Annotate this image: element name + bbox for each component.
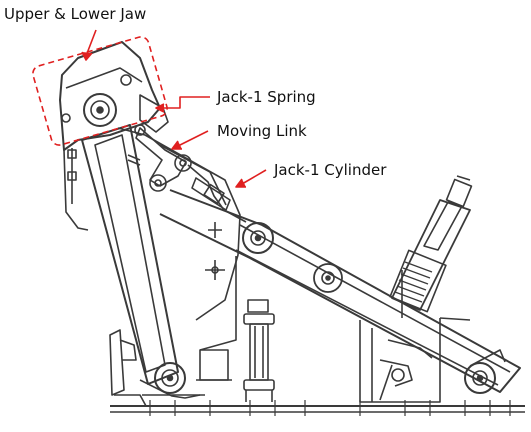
jaw-head bbox=[59, 41, 169, 151]
spring-leader bbox=[162, 96, 210, 109]
label-moving-link: Moving Link bbox=[217, 122, 307, 140]
right-jack-spring bbox=[394, 261, 433, 303]
annotation-layer bbox=[32, 29, 267, 188]
cylinder-arrow bbox=[241, 169, 267, 185]
jaw-arrow bbox=[85, 29, 97, 57]
label-jack-1-spring: Jack-1 Spring bbox=[217, 88, 316, 106]
link-arrow bbox=[177, 130, 209, 147]
left-column bbox=[63, 124, 241, 407]
long-arm bbox=[159, 189, 521, 394]
moving-link bbox=[127, 124, 247, 223]
label-upper-lower-jaw: Upper & Lower Jaw bbox=[4, 5, 147, 23]
base-rail bbox=[110, 400, 525, 416]
jaw-highlight-box bbox=[32, 36, 168, 146]
center-jack bbox=[243, 299, 275, 402]
label-jack-1-cylinder: Jack-1 Cylinder bbox=[274, 161, 387, 179]
right-frame bbox=[359, 270, 471, 403]
jack-1-cylinder bbox=[191, 177, 231, 211]
right-jack bbox=[389, 175, 473, 313]
